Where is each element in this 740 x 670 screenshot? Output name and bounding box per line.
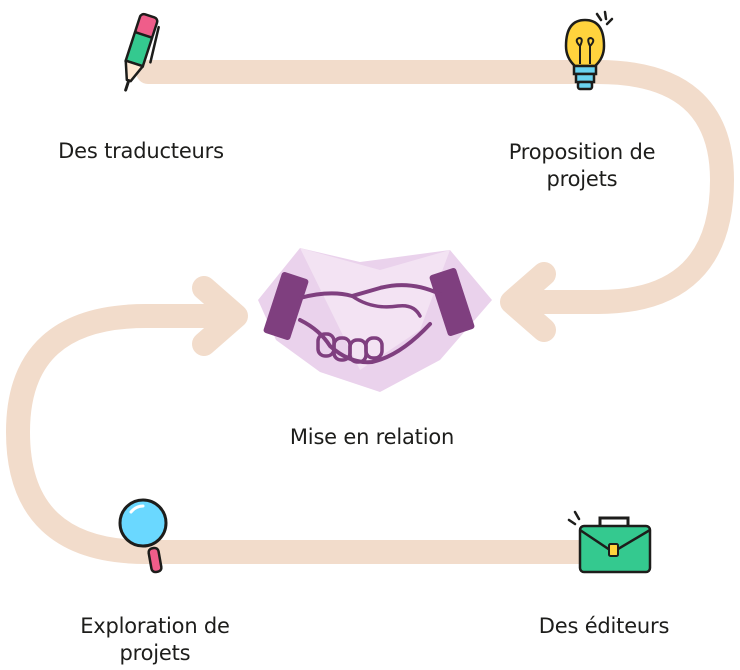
pen-icon [124, 12, 160, 92]
handshake-icon [258, 248, 492, 392]
arrow-head-right [500, 262, 556, 342]
magnifier-icon [118, 498, 168, 574]
label-project-exploration-text: Exploration de projets [80, 614, 230, 665]
flow-track-top [136, 60, 734, 314]
lightbulb-icon [564, 10, 614, 91]
flow-track-bottom [6, 304, 597, 564]
label-translators: Des traducteurs [58, 139, 224, 163]
label-project-proposal: Proposition de projets [480, 139, 684, 193]
arrow-head-left [192, 276, 248, 356]
label-project-proposal-text: Proposition de projets [508, 140, 656, 191]
briefcase-icon [567, 510, 652, 574]
label-matchmaking: Mise en relation [289, 425, 455, 449]
label-project-exploration: Exploration de projets [58, 613, 252, 667]
label-publishers: Des éditeurs [538, 614, 670, 638]
